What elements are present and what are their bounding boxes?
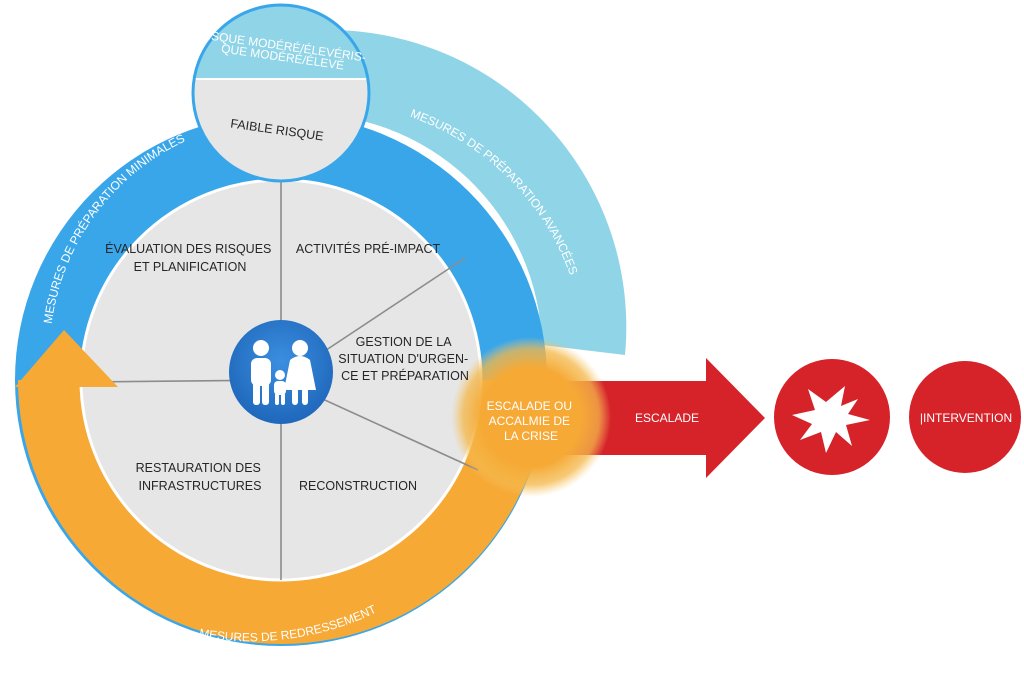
escalation-label: ESCALADE (635, 411, 699, 425)
reconstruction-label: RECONSTRUCTION (299, 479, 417, 493)
advanced-measures-arc (296, 30, 627, 356)
emergency-management-label: GESTION DE LA SITUATION D'URGEN- CE ET P… (338, 335, 471, 383)
crisis-circle (451, 337, 611, 497)
recovery-arrowhead (15, 330, 118, 387)
intervention-label: |INTERVENTION (920, 411, 1012, 425)
pre-impact-label: ACTIVITÉS PRÉ-IMPACT (296, 241, 441, 256)
explosion-icon (792, 386, 870, 453)
explosion-circle (774, 359, 890, 475)
crisis-label: ESCALADE OU ACCALMIE DE LA CRISE (487, 399, 576, 443)
escalation-arrow (560, 358, 765, 478)
recovery-measures-arc (18, 380, 546, 644)
risk-evaluation-label: ÉVALUATION DES RISQUES ET PLANIFICATION (105, 241, 275, 274)
family-icon (229, 320, 333, 424)
infrastructure-restoration-label: RESTAURATION DES INFRASTRUCTURES (136, 461, 265, 493)
intervention-circle (909, 361, 1021, 473)
